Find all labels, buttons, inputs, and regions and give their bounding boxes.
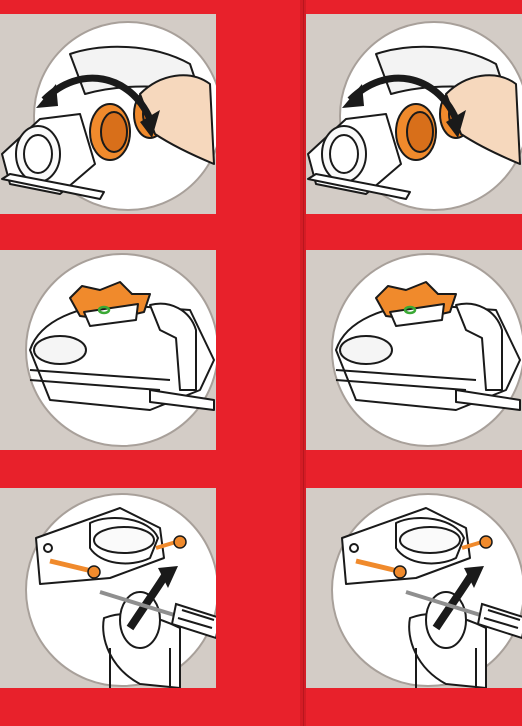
panel-right-2 [306, 250, 522, 450]
panel-left-3 [0, 488, 216, 688]
panel-right-3 [306, 488, 522, 688]
column-divider-line [303, 0, 304, 726]
screw-mount-illustration [0, 488, 216, 688]
seal-gasket-illustration [0, 250, 216, 450]
seal-gasket-illustration [306, 250, 522, 450]
rotate-cover-illustration [306, 14, 522, 214]
rotate-cover-illustration [0, 14, 216, 214]
screw-mount-illustration [306, 488, 522, 688]
panel-left-2 [0, 250, 216, 450]
panel-right-1 [306, 14, 522, 214]
panel-left-1 [0, 14, 216, 214]
